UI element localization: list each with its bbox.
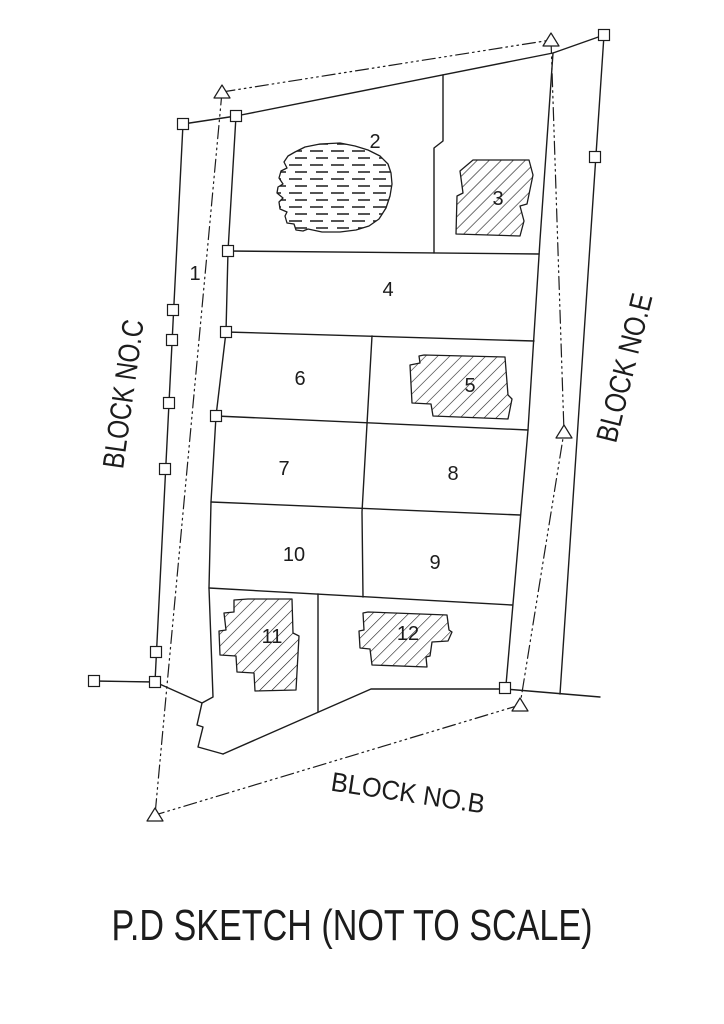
square-marker xyxy=(229,109,243,123)
plot-label-9: 9 xyxy=(429,552,440,574)
row-line-plots78-bottom xyxy=(210,501,521,516)
block-labels: BLOCK NO.C BLOCK NO.E BLOCK NO.B xyxy=(97,290,659,819)
building-shape-plot-11 xyxy=(218,598,300,692)
plot-label-5: 5 xyxy=(464,375,475,397)
row-line-plot4-top xyxy=(227,250,540,255)
inner-left-boundary-line xyxy=(196,115,237,755)
block-label-c: BLOCK NO.C xyxy=(97,317,151,470)
square-marker xyxy=(162,396,176,410)
outer-left-lower-link-line xyxy=(154,681,203,704)
square-marker xyxy=(87,674,101,688)
row-line-plots65-bottom xyxy=(215,415,529,431)
square-marker xyxy=(498,681,512,695)
feature-shapes xyxy=(218,142,534,692)
phantom-line-bottom xyxy=(154,704,521,816)
plot-label-2: 2 xyxy=(369,131,380,153)
tie-line-left xyxy=(93,680,156,683)
plot-boundary-lines xyxy=(93,34,605,755)
sketch-title: P.D SKETCH (NOT TO SCALE) xyxy=(112,901,593,950)
bottom-boundary-line xyxy=(222,688,601,755)
building-shape-plot-12 xyxy=(358,611,453,668)
divider-line-plots-6-5 xyxy=(361,335,373,598)
pond-shape-plot-2 xyxy=(276,142,393,233)
plot-label-8: 8 xyxy=(447,463,458,485)
phantom-line-top xyxy=(221,39,552,93)
row-line-plot4-bottom xyxy=(225,331,535,342)
triangle-marker xyxy=(146,807,164,822)
square-marker xyxy=(149,645,163,659)
plot-label-12: 12 xyxy=(397,623,419,645)
survey-triangle-markers xyxy=(146,32,573,822)
building-shape-plot-5 xyxy=(409,354,513,420)
triangle-marker xyxy=(213,84,231,99)
plot-label-6: 6 xyxy=(294,368,305,390)
square-marker xyxy=(148,675,162,689)
plot-label-7: 7 xyxy=(278,458,289,480)
triangle-marker xyxy=(555,424,573,439)
top-boundary-line xyxy=(182,34,605,125)
triangle-marker xyxy=(511,697,529,712)
block-boundary-phantom-lines xyxy=(154,39,565,816)
plot-label-1: 1 xyxy=(189,263,200,285)
right-boundary-line xyxy=(559,34,605,695)
square-marker xyxy=(588,150,602,164)
plot-label-10: 10 xyxy=(283,544,305,566)
plot-number-labels: 1 2 3 4 5 6 7 8 9 10 11 12 xyxy=(189,131,503,648)
square-marker xyxy=(176,117,190,131)
square-marker xyxy=(158,462,172,476)
row-line-plots109-bottom xyxy=(208,587,513,606)
inner-right-boundary-line xyxy=(505,52,554,686)
phantom-line-right xyxy=(519,39,565,706)
block-label-e: BLOCK NO.E xyxy=(591,290,660,445)
square-marker xyxy=(165,333,179,347)
triangle-marker xyxy=(542,32,560,47)
survey-square-markers xyxy=(87,28,611,695)
square-marker xyxy=(209,409,223,423)
plot-label-3: 3 xyxy=(492,188,503,210)
plot-label-4: 4 xyxy=(382,279,393,301)
divider-line-plots-2-3 xyxy=(433,74,444,254)
square-marker xyxy=(219,325,233,339)
phantom-line-left xyxy=(154,91,223,816)
building-shape-plot-3 xyxy=(455,159,534,237)
square-marker xyxy=(166,303,180,317)
plot-label-11: 11 xyxy=(262,626,283,648)
square-marker xyxy=(221,244,235,258)
block-label-b: BLOCK NO.B xyxy=(329,767,487,820)
square-marker xyxy=(597,28,611,42)
